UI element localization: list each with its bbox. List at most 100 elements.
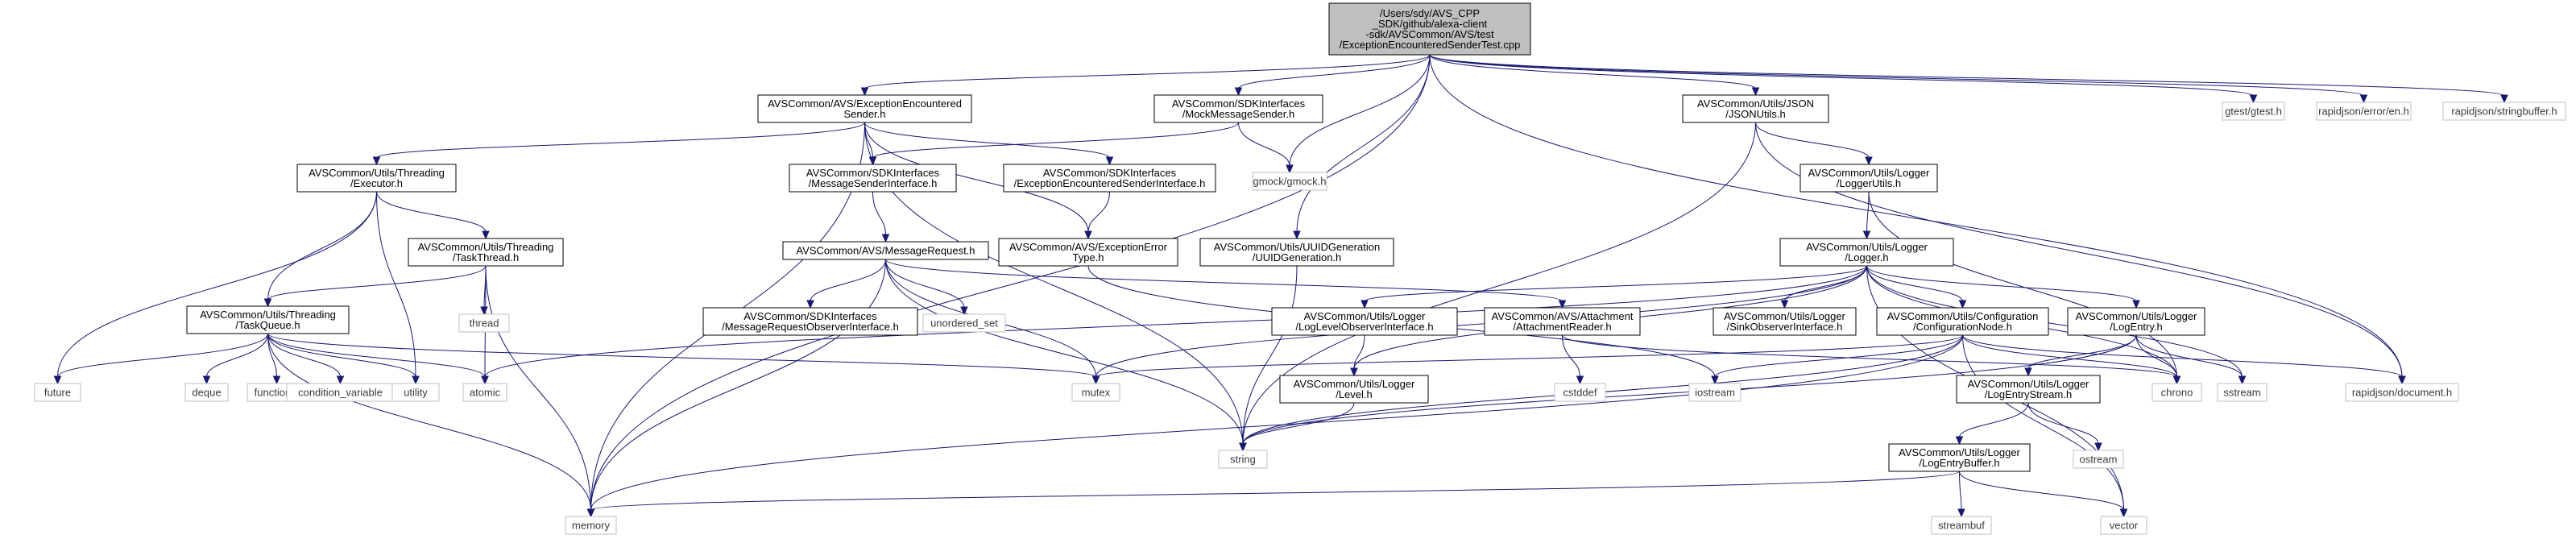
edge-line [57, 191, 377, 378]
node-box [1484, 307, 1641, 336]
edge-arrowhead [1780, 300, 1789, 309]
header-file-node[interactable]: AVSCommon/SDKInterfaces/ExceptionEncount… [1003, 164, 1216, 193]
edge-line [206, 333, 268, 378]
node-box [186, 305, 350, 334]
node-box [1218, 450, 1268, 469]
header-file-node[interactable]: AVSCommon/Utils/Logger/Level.h [1279, 375, 1429, 404]
edge-arrowhead [2172, 375, 2181, 385]
node-label: /LogEntry.h [2110, 321, 2163, 333]
include-edge [885, 259, 1247, 452]
edge-line [1429, 54, 2403, 378]
node-label: deque [192, 387, 221, 399]
header-file-node[interactable]: AVSCommon/Utils/Logger/LogEntryStream.h [1956, 375, 2101, 404]
node-label: AVSCommon/Utils/Logger [1968, 378, 2089, 390]
edge-line [590, 259, 886, 511]
node-box [922, 313, 1006, 333]
node-label: Sender.h [843, 108, 885, 120]
node-box [1876, 307, 2049, 336]
node-label: _SDK/github/alexa-client [1372, 18, 1488, 30]
include-edge [1955, 402, 2029, 446]
node-label: cstddef [1563, 387, 1597, 399]
node-box [296, 164, 457, 193]
node-label: AVSCommon/SDKInterfaces [806, 167, 940, 179]
node-label: memory [572, 520, 610, 532]
node-label: future [44, 387, 71, 399]
edge-arrowhead [2238, 375, 2247, 385]
header-file-node[interactable]: AVSCommon/Utils/Logger/LoggerUtils.h [1799, 164, 1938, 193]
header-file-node[interactable]: AVSCommon/Utils/Logger/LogEntryBuffer.h [1888, 443, 2031, 472]
include-edge [480, 265, 488, 316]
node-label: /SinkObserverInterface.h [1727, 321, 1843, 333]
node-label: AVSCommon/SDKInterfaces [1043, 167, 1177, 179]
header-file-node[interactable]: AVSCommon/Utils/UUIDGeneration/UUIDGener… [1199, 238, 1394, 267]
node-box [1252, 172, 1327, 191]
include-edge [53, 191, 377, 385]
header-file-node[interactable]: AVSCommon/AVS/Attachment/AttachmentReade… [1484, 307, 1641, 336]
include-edge [1957, 471, 1965, 518]
header-file-node[interactable]: AVSCommon/Utils/Logger/SinkObserverInter… [1713, 307, 1857, 336]
system-header-node: memory [565, 516, 617, 535]
include-edge [1360, 265, 1867, 309]
edge-arrowhead [53, 375, 62, 385]
edge-line [1962, 334, 2124, 511]
edge-arrowhead [1751, 87, 1760, 97]
edge-line [1364, 265, 1867, 302]
node-label: /ExceptionEncounteredSenderTest.cpp [1340, 39, 1521, 51]
edge-arrowhead [2359, 94, 2368, 104]
node-box [1071, 383, 1120, 402]
header-file-node[interactable]: AVSCommon/SDKInterfaces/MessageSenderInt… [789, 164, 957, 193]
header-file-node[interactable]: AVSCommon/AVS/ExceptionEncounteredSender… [757, 94, 972, 123]
edge-arrowhead [1360, 300, 1369, 309]
include-edge [1239, 402, 1355, 452]
node-label: AVSCommon/Utils/Configuration [1887, 310, 2039, 322]
header-file-node[interactable]: AVSCommon/Utils/Threading/Executor.h [296, 164, 457, 193]
edge-arrowhead [1711, 375, 1719, 385]
header-file-node[interactable]: AVSCommon/Utils/Logger/Logger.h [1779, 238, 1954, 267]
edge-arrowhead [2132, 300, 2140, 309]
header-file-node[interactable]: AVSCommon/SDKInterfaces/MessageRequestOb… [702, 307, 918, 336]
edge-line [1353, 334, 1365, 370]
node-label: AVSCommon/SDKInterfaces [1172, 97, 1306, 110]
edge-line [2135, 334, 2243, 378]
edge-arrowhead [1865, 156, 1873, 166]
edge-line [872, 122, 1239, 159]
node-box [2067, 307, 2205, 336]
edge-line [1242, 402, 1355, 445]
include-edge [376, 191, 490, 240]
source-file-node[interactable]: /Users/sdy/AVS_CPP_SDK/github/alexa-clie… [1328, 2, 1531, 56]
edge-line [376, 191, 416, 378]
edge-arrowhead [202, 375, 211, 385]
system-header-node: future [34, 383, 81, 402]
header-file-node[interactable]: AVSCommon/Utils/Logger/LogLevelObserverI… [1271, 307, 1458, 336]
include-edge [267, 333, 420, 385]
edge-line [1959, 471, 1962, 511]
edge-line [1714, 334, 1963, 378]
node-box [1888, 443, 2031, 472]
edge-line [1962, 334, 2177, 378]
include-edge [1239, 265, 1298, 452]
edge-line [267, 333, 591, 511]
header-file-node[interactable]: AVSCommon/AVS/MessageRequest.h [782, 241, 989, 260]
header-file-node[interactable]: AVSCommon/Utils/JSON/JSONUtils.h [1682, 94, 1829, 123]
header-file-node[interactable]: AVSCommon/Utils/Logger/LogEntry.h [2067, 307, 2205, 336]
include-edge [263, 191, 377, 308]
header-file-node[interactable]: AVSCommon/Utils/Configuration/Configurat… [1876, 307, 2049, 336]
header-file-node[interactable]: AVSCommon/Utils/Threading/TaskThread.h [408, 238, 564, 267]
include-edge [806, 259, 886, 309]
system-header-node: streambuf [1931, 516, 1992, 535]
edge-line [1562, 334, 2177, 378]
header-file-node[interactable]: AVSCommon/SDKInterfaces/MockMessageSende… [1153, 94, 1323, 123]
node-label: /MockMessageSender.h [1182, 108, 1294, 120]
edge-arrowhead [1576, 375, 1584, 385]
node-label: rapidjson/document.h [2352, 387, 2452, 399]
system-header-node: deque [184, 383, 229, 402]
edge-arrowhead [481, 375, 489, 385]
node-label: utility [404, 387, 428, 399]
include-edge [267, 333, 595, 518]
node-label: sstream [2223, 387, 2260, 399]
header-file-node[interactable]: AVSCommon/Utils/Threading/TaskQueue.h [186, 305, 350, 334]
node-box [1271, 307, 1458, 336]
edge-line [872, 191, 886, 236]
edge-arrowhead [2024, 367, 2032, 377]
